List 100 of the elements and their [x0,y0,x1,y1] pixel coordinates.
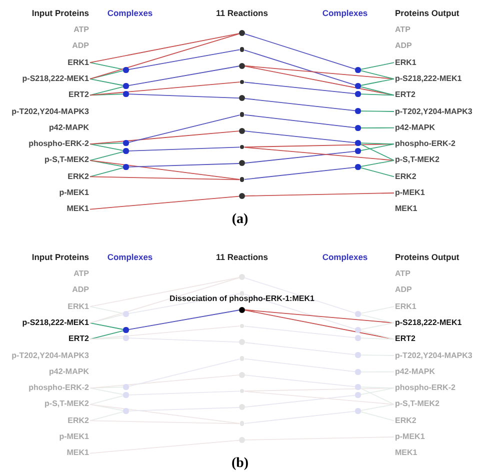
complex-dot [123,311,129,317]
protein-label: p42-MAPK [395,122,436,133]
column-header: Complexes [107,8,153,18]
protein-label: p-S,T-MEK2 [395,399,440,410]
connector-line [90,196,240,210]
connector-line [244,65,394,80]
connector-line [128,338,240,343]
connector-line [90,374,240,389]
protein-label: ATP [74,25,89,35]
connector-line [90,404,124,411]
complex-dot [123,140,129,146]
complex-dot [123,335,129,341]
connector-line [360,144,394,151]
connector-line [244,390,394,405]
connector-line [128,114,240,143]
complex-dot [123,408,129,414]
protein-label: ERT2 [68,334,89,344]
connector-line [360,160,394,167]
connector-line [90,33,240,64]
protein-label: p-S,T-MEK2 [44,155,89,166]
reaction-dot [239,372,245,378]
connector-line [360,411,394,422]
protein-label: ERK2 [68,172,89,182]
reaction-dot [239,193,245,199]
connector-line [90,130,240,145]
complex-dot [123,164,129,170]
column-header: Complexes [322,8,368,18]
connector-line [90,277,240,308]
connector-line [90,78,124,86]
complex-dot [355,369,361,375]
connector-line [128,310,240,330]
complex-dot [355,384,361,390]
complex-dot [355,408,361,414]
connector-line [128,390,240,396]
complex-dot [123,91,129,97]
connector-line [244,342,356,356]
reaction-dot [240,177,244,182]
connector-line [90,33,240,80]
connector-line [244,98,356,112]
protein-label: ERT2 [68,90,89,100]
complex-dot [355,335,361,341]
connector-line [90,70,124,80]
connector-line [128,94,240,99]
protein-label: ATP [74,269,89,279]
reaction-dot [240,112,244,117]
reaction-dot [239,437,245,443]
connector-line [244,294,356,330]
connector-line [90,277,240,324]
connector-line [244,358,356,372]
complex-dot [123,327,129,333]
connector-line [244,50,356,86]
connector-line [360,94,394,96]
complex-dot [355,67,361,73]
complex-dot [123,83,129,89]
protein-label: ADP [72,285,89,296]
reaction-dot [239,160,245,166]
reaction-dot [240,80,244,84]
column-header: Proteins Output [395,8,460,18]
column-header: Input Proteins [32,252,89,262]
connector-line [360,78,394,86]
reaction-dot [240,356,244,361]
connector-line [90,404,240,424]
reaction-dot [239,30,245,36]
connector-line [244,166,356,180]
protein-label: ERK2 [395,416,416,426]
connector-line [244,309,394,324]
connector-line [128,293,240,314]
reaction-dot [240,144,244,150]
protein-label: phospho-ERK-2 [395,383,456,394]
protein-label: p-S218,222-MEK1 [395,74,462,84]
complex-dot [355,164,361,170]
connector-line [128,407,240,412]
connector-line [244,277,356,314]
protein-label: p42-MAPK [395,366,436,377]
column-header: Complexes [107,252,153,262]
reaction-dot [240,388,244,394]
connector-line [360,388,394,405]
protein-label: MEK1 [395,204,418,214]
complex-dot [123,392,129,398]
protein-label: ERT2 [395,334,416,344]
column-header: Input Proteins [32,8,89,18]
connector-line [90,144,124,151]
reaction-label: Dissociation of phospho-ERK-1:MEK1 [170,294,314,304]
protein-label: MEK1 [66,204,89,214]
protein-label: p-S218,222-MEK1 [22,318,89,328]
connector-line [90,167,124,178]
connector-line [360,86,394,96]
complex-dot [123,384,129,390]
connector-line [128,66,240,86]
protein-label: p-MEK1 [395,188,425,198]
protein-label: p-S218,222-MEK1 [395,318,462,328]
connector-line [244,130,356,144]
connector-line [90,420,240,424]
connector-line [244,394,356,408]
connector-line [90,160,124,167]
protein-label: ATP [395,25,410,35]
connector-line [360,127,394,128]
protein-label: p42-MAPK [48,366,89,377]
connector-line [90,326,240,340]
connector-line [360,110,394,112]
